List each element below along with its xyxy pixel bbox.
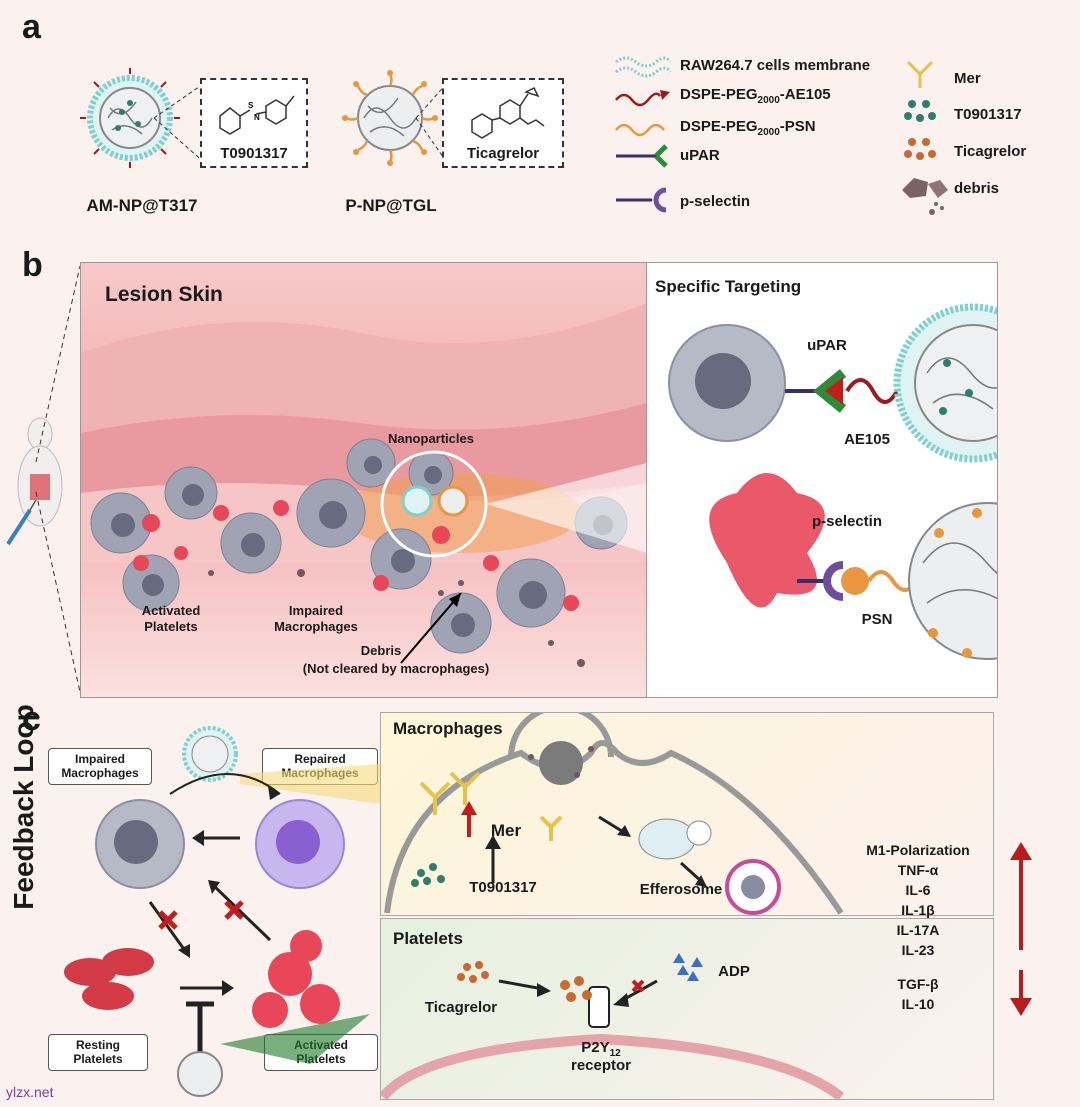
upar-label: uPAR <box>807 337 847 354</box>
cytokines-down-list: TGF-β IL-10 <box>848 974 988 1014</box>
up-down-arrows-icon <box>1010 842 1032 1016</box>
lesion-skin-title: Lesion Skin <box>105 283 223 306</box>
ae105-legend-icon <box>615 90 670 107</box>
cytokine-up-2: IL-6 <box>905 882 931 898</box>
cytokine-up-0: M1-Polarization <box>866 842 970 858</box>
legend-debris: debris <box>954 180 1000 197</box>
debris-note-label: (Not cleared by macrophages) <box>302 661 490 676</box>
ticagrelor-label: Ticagrelor <box>466 145 540 162</box>
cytokine-up-4: IL-17A <box>896 922 940 938</box>
ticagrelor-structure-box: Ticagrelor <box>442 78 564 168</box>
psn-label: PSN <box>861 611 893 628</box>
p2y12-label: P2Y12 <box>581 1039 621 1059</box>
impaired-macrophages-box: Impaired Macrophages <box>48 748 152 785</box>
platelet-cell-illustration <box>381 953 845 1099</box>
specific-targeting-panel: Specific Targeting uPAR AE105 p-selectin… <box>646 262 998 698</box>
receptor-label: receptor <box>570 1057 632 1074</box>
cytokine-up-1: TNF-α <box>897 862 939 878</box>
panel-b-letter: b <box>22 246 43 284</box>
debris-legend-icon <box>902 178 948 215</box>
platelets-title: Platelets <box>393 929 463 948</box>
mer-label: Mer <box>490 821 522 840</box>
cytokine-down-0: TGF-β <box>897 976 939 992</box>
am-np-nanoparticle-icon <box>80 68 180 168</box>
macrophages-title: Macrophages <box>393 719 503 738</box>
t0901317-structure-icon: SN <box>219 95 295 135</box>
impaired-macrophages-box-label: Impaired Macrophages <box>61 752 139 781</box>
pselectin-label: p-selectin <box>811 513 883 530</box>
specific-targeting-title: Specific Targeting <box>655 277 802 296</box>
cytokines-up-list: M1-Polarization TNF-α IL-6 IL-1β IL-17A … <box>848 840 988 960</box>
targeting-illustration <box>668 303 997 660</box>
watermark: ylzx.net <box>6 1084 54 1100</box>
svg-text:N: N <box>254 113 260 122</box>
pselectin-legend-icon <box>616 187 667 213</box>
legend-ticagrelor: Ticagrelor <box>954 143 1027 160</box>
legend-psn: DSPE-PEG2000-PSN <box>680 118 816 138</box>
legend-pselectin: p-selectin <box>680 193 751 210</box>
t0901317-legend-icon <box>904 100 936 122</box>
feedback-loop-label: Feedback Loop <box>8 704 39 910</box>
cytokine-up-3: IL-1β <box>901 902 935 918</box>
zoom-lines-1 <box>153 81 207 165</box>
p-np-nanoparticle-icon <box>342 70 438 166</box>
mouse-icon <box>6 417 63 546</box>
adp-label: ADP <box>718 963 750 980</box>
ticagrelor-c-label: Ticagrelor <box>424 999 498 1016</box>
zoom-lines-b <box>35 265 81 693</box>
legend-t0901317: T0901317 <box>954 106 1022 123</box>
psn-legend-icon <box>615 123 665 137</box>
ticagrelor-legend-icon <box>904 138 936 160</box>
macrophages-box: Macrophages Mer T0901317 Efferosome <box>380 712 994 916</box>
zoom-lines-2 <box>415 81 449 165</box>
upar-legend-icon <box>616 144 668 168</box>
legend-ae105: DSPE-PEG2000-AE105 <box>680 86 831 106</box>
mer-legend-icon <box>906 60 934 88</box>
platelets-box: Platelets Ticagrelor ADP P2Y12 receptor <box>380 918 994 1100</box>
membrane-legend-icon <box>615 56 672 78</box>
lesion-skin-panel: Lesion Skin Nanoparticles Activated Plat… <box>80 262 648 698</box>
efferosome-label: Efferosome <box>639 881 723 898</box>
resting-platelets-box-label: Resting Platelets <box>73 1038 123 1067</box>
panel-c-letter: c <box>22 700 41 738</box>
activated-platelets-label: Activated Platelets <box>141 603 201 634</box>
legend-upar: uPAR <box>680 147 720 164</box>
lesion-skin-illustration <box>81 303 647 667</box>
impaired-macrophages-label: Impaired Macrophages <box>274 603 358 634</box>
nanoparticles-label: Nanoparticles <box>388 431 474 446</box>
ticagrelor-structure-icon <box>471 86 545 139</box>
feedback-loop-illustration <box>64 726 380 1097</box>
svg-text:S: S <box>248 101 254 110</box>
ae105-label: AE105 <box>844 431 890 448</box>
debris-label: Debris <box>360 643 402 658</box>
am-np-label: AM-NP@T317 <box>86 196 198 215</box>
legend-mer: Mer <box>954 70 981 87</box>
t0901317-label: T0901317 <box>220 145 288 162</box>
macrophage-cell-illustration <box>384 713 844 915</box>
p-np-label: P-NP@TGL <box>345 196 437 215</box>
t0901317-c-label: T0901317 <box>469 879 537 896</box>
cytokine-up-5: IL-23 <box>901 942 935 958</box>
resting-platelets-box: Resting Platelets <box>48 1034 148 1071</box>
cytokine-down-1: IL-10 <box>901 996 935 1012</box>
legend-membrane: RAW264.7 cells membrane <box>680 57 871 74</box>
panel-a-letter: a <box>22 8 41 46</box>
